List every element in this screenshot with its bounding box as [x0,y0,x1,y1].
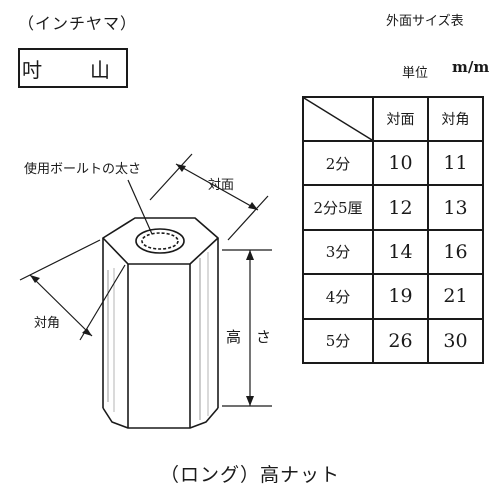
row-flat: 26 [372,317,429,365]
table-row: 2分 10 11 [302,139,484,187]
row-flat: 10 [372,139,429,187]
row-flat: 14 [372,228,429,276]
size-table: 対面 対角 2分 10 11 2分5厘 12 13 3分 14 16 4分 19… [302,96,484,365]
unit-system-box: 吋 山 [18,48,128,88]
row-corner: 11 [427,139,484,187]
nut-top-face [102,217,219,265]
column-header-flat: 対面 [372,96,429,142]
row-size: 3分 [302,228,374,276]
threaded-hole [135,228,185,254]
nut-diagram: 使用ボールトの太さ 対面 対角 高 さ [0,140,300,440]
row-corner: 13 [427,184,484,231]
thread-ring [141,232,179,250]
across-flats-label: 対面 [208,178,235,193]
nut-bottom [102,407,219,429]
row-corner: 16 [427,228,484,276]
table-row: 3分 14 16 [302,228,484,276]
row-size: 4分 [302,273,374,320]
row-size: 5分 [302,317,374,365]
unit-value: m/m [452,58,490,76]
row-flat: 19 [372,273,429,320]
table-header-row: 対面 対角 [302,96,484,142]
across-corners-label: 対角 [34,316,61,331]
diagonal-line [304,98,372,140]
bolt-diameter-label: 使用ボールトの太さ [24,162,142,177]
unit-label: 単位 [402,66,429,81]
table-row: 2分5厘 12 13 [302,184,484,231]
column-header-corner: 対角 [427,96,484,142]
row-size: 2分5厘 [302,184,374,231]
row-corner: 30 [427,317,484,365]
thread-type-label: （インチヤマ） [18,14,138,33]
long-hex-nut-drawing [19,153,272,429]
diagram-caption: （ロング）高ナット [159,464,340,486]
table-corner-cell [302,96,374,142]
table-row: 4分 19 21 [302,273,484,320]
height-label: 高 さ [226,328,272,346]
row-corner: 21 [427,273,484,320]
table-row: 5分 26 30 [302,317,484,365]
row-flat: 12 [372,184,429,231]
row-size: 2分 [302,139,374,187]
size-table-title: 外面サイズ表 [386,14,464,29]
